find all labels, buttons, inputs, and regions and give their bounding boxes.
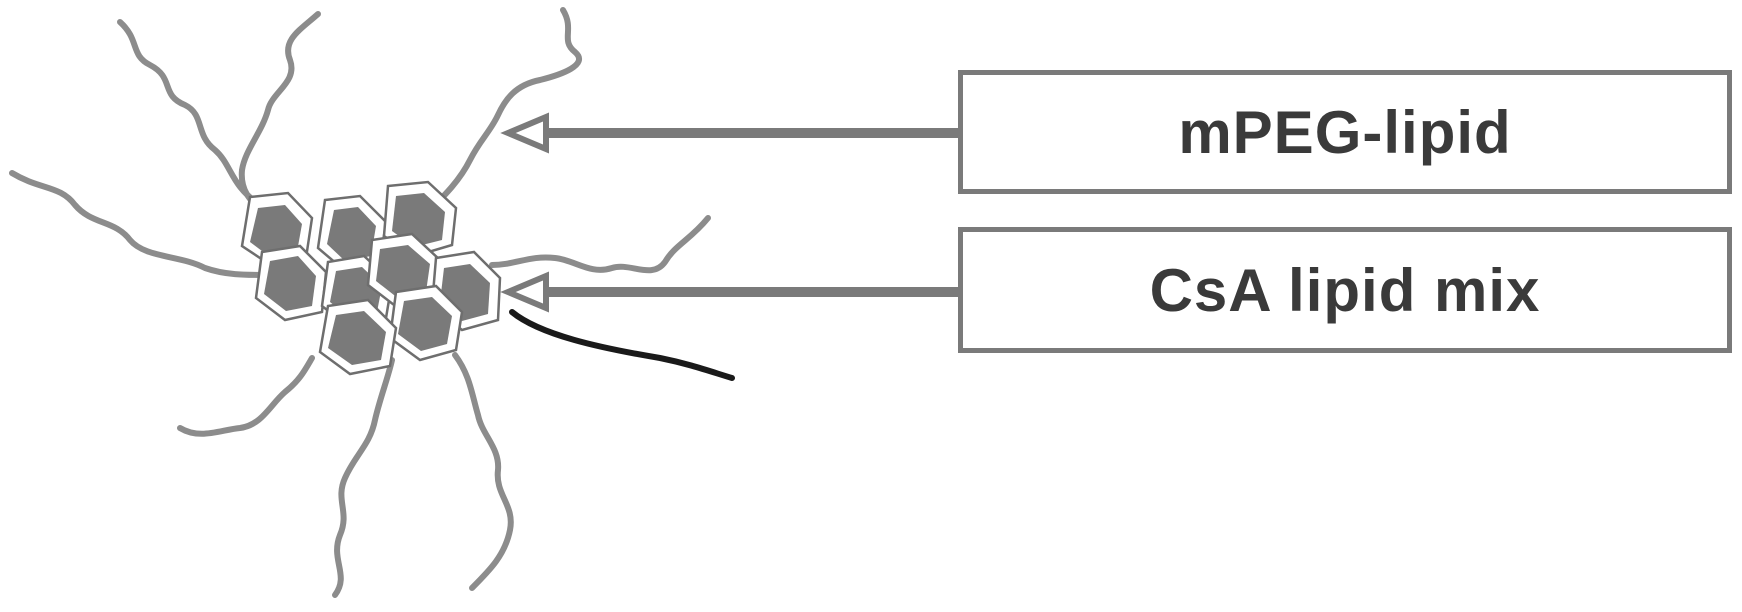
peg-chain	[489, 215, 711, 274]
csa-lipid-mix-label: CsA lipid mix	[1149, 256, 1541, 324]
peg-chain	[238, 11, 321, 215]
mpeg-lipid-label: mPEG-lipid	[1178, 98, 1512, 166]
peg-chains	[9, 7, 711, 598]
peg-chain	[177, 355, 315, 437]
lipid-particle	[316, 194, 388, 272]
lipid-particle	[254, 244, 328, 322]
peg-chain	[427, 7, 582, 213]
peg-chain	[452, 352, 514, 591]
mpeg-lipid-label-box: mPEG-lipid	[958, 70, 1732, 194]
arrow-csa-lipid-mix	[500, 271, 960, 313]
csa-lipid-mix-label-box: CsA lipid mix	[958, 227, 1732, 353]
peg-chain	[9, 170, 268, 278]
arrow-mpeg-lipid	[500, 112, 960, 154]
lipid-particle	[318, 298, 398, 376]
peg-chain	[117, 19, 263, 208]
lipid-core-cluster	[240, 180, 502, 376]
pointer-line	[509, 309, 735, 381]
peg-chain	[332, 357, 395, 598]
